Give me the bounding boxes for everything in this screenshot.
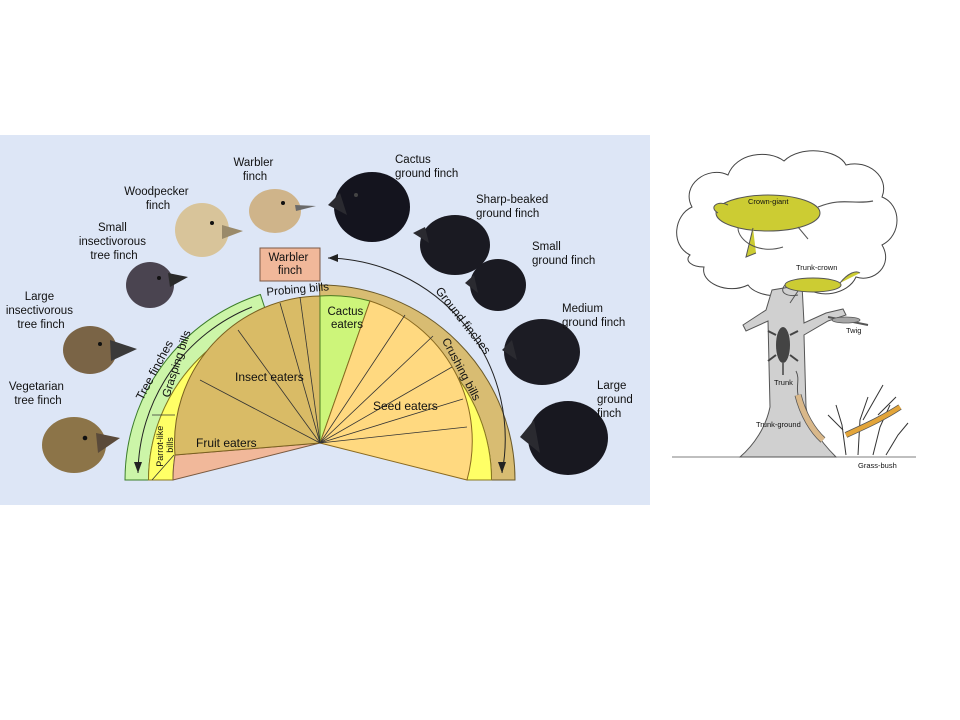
woodpecker-finch-label: Woodpecker finch — [124, 186, 192, 212]
large-insectivorous-tree-finch-head — [63, 326, 137, 374]
warbler-finch-head — [249, 189, 316, 233]
vegetarian-tree-finch-label: Vegetarian tree finch — [9, 381, 67, 407]
tree-diagram-svg: Crown-giant Trunk-crown Twig Trunk Trunk… — [672, 150, 916, 470]
seed-eaters-label: Seed eaters — [373, 399, 438, 413]
insect-eaters-label: Insect eaters — [235, 370, 304, 384]
cactus-ground-finch-head — [328, 172, 410, 242]
small-insectivorous-tree-finch-label: Small insectivorous tree finch — [79, 222, 149, 262]
trunk-ground-lizard — [794, 370, 826, 443]
trunk-lizard — [767, 327, 799, 375]
grass-bush-lizard — [844, 404, 902, 438]
radial-lines — [199, 296, 468, 444]
crown-giant-lizard — [713, 194, 874, 258]
large-ground-finch-label: Large ground finch — [597, 380, 636, 420]
cactus-eaters-label: Cactus eaters — [328, 306, 367, 331]
warbler-finch-box — [259, 247, 321, 282]
woodpecker-finch-head — [175, 203, 243, 257]
trunk-ground-label: Trunk-ground — [756, 420, 801, 429]
warbler-finch-label: Warbler finch — [233, 157, 276, 183]
grass-bush-label: Grass-bush — [858, 461, 897, 470]
sharp-beaked-ground-finch-label: Sharp-beaked ground finch — [476, 194, 551, 220]
medium-ground-finch-head — [502, 319, 580, 385]
large-insectivorous-tree-finch-label: Large insectivorous tree finch — [6, 291, 76, 331]
probing-bills-label: Probing bills — [266, 281, 330, 298]
grass-bush — [827, 384, 909, 456]
finch-adaptive-radiation-diagram: Tree finches Ground finches Probing bill… — [0, 135, 650, 505]
sharp-beaked-ground-finch-head — [413, 215, 490, 275]
cactus-ground-finch-label: Cactus ground finch — [395, 154, 458, 180]
ground-finches-arrow — [327, 257, 506, 474]
seed-eaters-sector — [319, 300, 473, 481]
trunk-crown-label: Trunk-crown — [796, 263, 837, 272]
tree-trunk — [738, 284, 847, 458]
small-ground-finch-label: Small ground finch — [532, 241, 595, 267]
small-ground-finch-head — [465, 259, 526, 311]
trunk-label: Trunk — [774, 378, 793, 387]
large-ground-finch-head — [520, 401, 608, 475]
crown-giant-label: Crown-giant — [748, 197, 789, 206]
anole-ecomorph-tree-diagram: Crown-giant Trunk-crown Twig Trunk Trunk… — [668, 135, 920, 495]
vegetarian-tree-finch-head — [42, 417, 120, 473]
medium-ground-finch-label: Medium ground finch — [562, 303, 625, 329]
warbler-box-label: Warbler finch — [268, 252, 311, 277]
twig-lizard — [831, 316, 861, 324]
small-insectivorous-tree-finch-head — [126, 262, 188, 308]
parrot-like-bills-label: Parrot-like bills — [155, 423, 175, 467]
twig-label: Twig — [846, 326, 861, 335]
trunk-crown-lizard — [782, 271, 861, 304]
insect-eaters-sector — [174, 295, 321, 456]
tree-finches-arrow — [137, 306, 253, 474]
fruit-eaters-label: Fruit eaters — [196, 436, 257, 450]
finch-diagram-svg: Tree finches Ground finches Probing bill… — [6, 154, 636, 481]
